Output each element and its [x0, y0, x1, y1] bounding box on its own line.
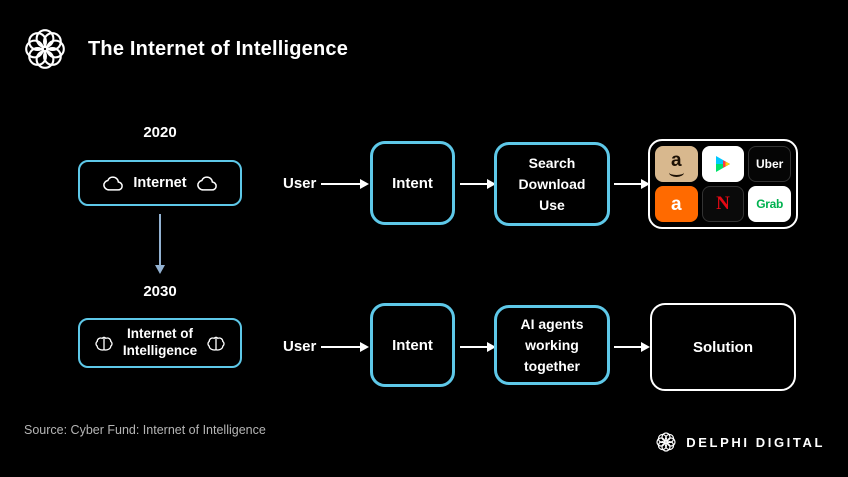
arrow-user-to-intent-2020	[321, 179, 369, 189]
brain-icon	[207, 336, 225, 351]
arrow-intent-to-process-2030	[460, 342, 496, 352]
amazon-icon: a	[655, 146, 698, 182]
google-play-icon	[701, 146, 745, 182]
solution-node: Solution	[650, 303, 796, 391]
timeline-down-arrow	[155, 214, 165, 274]
amazon-letter: a	[671, 150, 682, 171]
brain-icon	[95, 336, 113, 351]
source-note: Source: Cyber Fund: Internet of Intellig…	[24, 423, 266, 437]
intent-label-2030: Intent	[392, 336, 433, 354]
grab-label: Grab	[756, 197, 784, 211]
intent-label-2020: Intent	[392, 174, 433, 192]
ai-agents-node: AI agents working together	[494, 305, 610, 385]
arrow-intent-to-process-2020	[460, 179, 496, 189]
apps-grid: a Uber a N Grab	[648, 139, 798, 229]
user-label-2020: User	[283, 175, 317, 192]
intent-node-2030: Intent	[370, 303, 455, 387]
arrow-process-to-apps-2020	[614, 179, 650, 189]
internet-label: Internet	[133, 175, 187, 191]
uber-label: Uber	[755, 157, 784, 171]
play-triangle-icon	[715, 156, 730, 172]
internet-node: Internet	[78, 160, 242, 206]
year-label-2030: 2030	[143, 283, 177, 300]
brand-wordmark: DELPHI DIGITAL	[686, 434, 825, 450]
grab-icon: Grab	[748, 186, 791, 222]
page-title: The Internet of Intelligence	[88, 38, 349, 60]
intent-node-2020: Intent	[370, 141, 455, 225]
alibaba-icon: a	[655, 186, 698, 222]
internet-of-intelligence-label: Internet of Intelligence	[122, 326, 198, 358]
cloud-icon	[103, 175, 124, 191]
brand-footer: DELPHI DIGITAL	[655, 431, 825, 453]
year-label-2020: 2020	[143, 124, 177, 141]
solution-label: Solution	[693, 338, 753, 356]
internet-of-intelligence-node: Internet of Intelligence	[78, 318, 242, 368]
delphi-knot-logo-icon	[25, 29, 65, 69]
arrow-user-to-intent-2030	[321, 342, 369, 352]
netflix-letter: N	[716, 193, 730, 214]
cloud-icon	[196, 175, 217, 191]
user-label-2030: User	[283, 338, 317, 355]
netflix-icon: N	[701, 186, 745, 222]
delphi-knot-logo-icon	[656, 432, 676, 452]
search-download-use-node: Search Download Use	[494, 142, 610, 226]
alibaba-letter: a	[671, 193, 682, 215]
uber-icon: Uber	[748, 146, 791, 182]
amazon-smile-icon	[668, 168, 684, 177]
arrow-process-to-solution-2030	[614, 342, 650, 352]
